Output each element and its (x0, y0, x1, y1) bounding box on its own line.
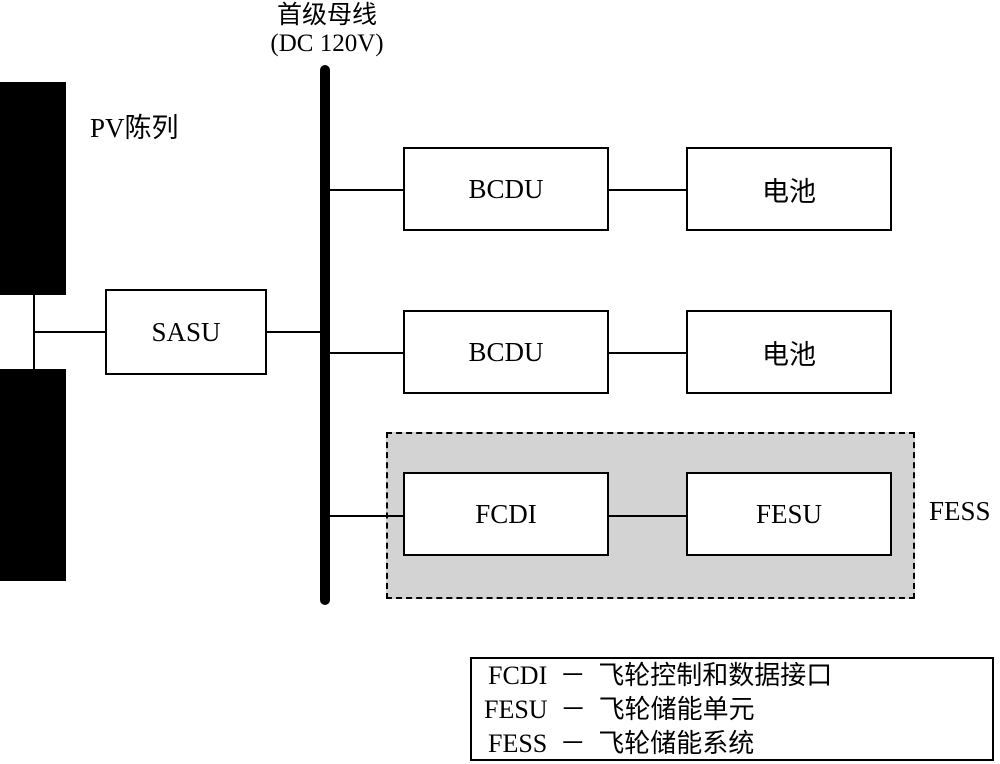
bus-to-fcdi-line (330, 515, 404, 517)
pv-panel-bottom (0, 369, 66, 581)
legend-separator: － (559, 661, 586, 690)
fesu-label: FESU (755, 498, 823, 529)
bus-to-bcdu-1-line (330, 189, 404, 191)
bus-to-bcdu-2-line (330, 352, 404, 354)
bcdu-block-2: BCDU (403, 310, 609, 394)
fcdi-block: FCDI (403, 472, 609, 556)
pv-array-label: PV陈列 (90, 113, 179, 143)
legend-term: FESU (484, 695, 548, 724)
fess-group-label: FESS (929, 496, 991, 526)
bus-title-name: 首级母线 (276, 2, 377, 29)
legend-description: 飞轮储能系统 (598, 729, 755, 758)
battery-block-2: 电池 (686, 310, 892, 394)
sasu-label: SASU (151, 316, 221, 347)
bcdu-block-1: BCDU (403, 147, 609, 231)
battery-block-1: 电池 (686, 147, 892, 231)
main-dc-bus (320, 65, 330, 605)
bcdu-2-to-battery-2-line (609, 352, 687, 354)
battery-label-1: 电池 (762, 176, 816, 207)
bus-title: 首级母线 (DC 120V) (227, 2, 427, 58)
fesu-block: FESU (686, 472, 892, 556)
fcdi-label: FCDI (475, 498, 537, 529)
bus-voltage-label: (DC 120V) (270, 30, 384, 57)
legend-description: 飞轮储能单元 (598, 695, 755, 724)
legend-item-fesu: FESU － 飞轮储能单元 (484, 695, 755, 725)
legend-term: FCDI (488, 661, 548, 690)
battery-label-2: 电池 (762, 339, 816, 370)
pv-to-sasu-line (33, 331, 105, 333)
legend-description: 飞轮控制和数据接口 (598, 661, 833, 690)
legend-box: FCDI － 飞轮控制和数据接口 FESU － 飞轮储能单元 FESS － 飞轮… (470, 657, 994, 761)
sasu-block: SASU (105, 289, 267, 375)
legend-separator: － (559, 729, 586, 758)
sasu-to-bus-line (267, 331, 322, 333)
legend-term: FESS (488, 729, 548, 758)
fcdi-to-fesu-line (609, 515, 687, 517)
bcdu-label-1: BCDU (468, 173, 544, 204)
bcdu-1-to-battery-1-line (609, 189, 687, 191)
legend-item-fcdi: FCDI － 飞轮控制和数据接口 (488, 661, 832, 691)
legend-item-fess: FESS － 飞轮储能系统 (488, 729, 754, 759)
bcdu-label-2: BCDU (468, 336, 544, 367)
legend-separator: － (560, 695, 587, 724)
pv-panel-top (0, 82, 66, 295)
